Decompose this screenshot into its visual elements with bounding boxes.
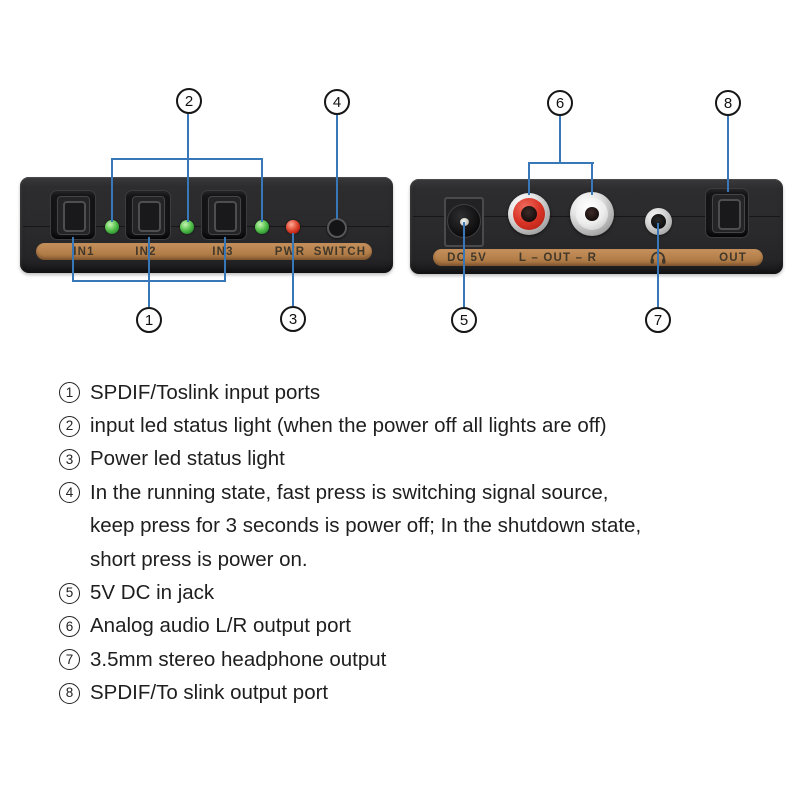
legend-num-5: 5 <box>59 582 80 604</box>
callout-4: 4 <box>324 89 350 115</box>
toslink-input-port-1 <box>50 190 96 240</box>
legend-text-2: input led status light (when the power o… <box>90 414 607 438</box>
rca-hole <box>521 206 537 222</box>
input1-led-green <box>105 220 119 234</box>
legend-item-4: 4 In the running state, fast press is sw… <box>59 476 769 509</box>
toslink-opening <box>57 196 90 235</box>
rca-right-output <box>570 192 614 236</box>
toslink-flap <box>718 199 741 230</box>
callout1-bracket <box>72 280 226 282</box>
callout4-line <box>336 115 338 219</box>
power-led-red <box>286 220 300 234</box>
callout2-line <box>187 114 189 222</box>
legend-text-4-line1: In the running state, fast press is swit… <box>90 480 609 504</box>
headphone-jack-hole <box>651 214 666 229</box>
legend-item-4-cont: short press is power on. <box>59 543 769 576</box>
legend-num-7: 7 <box>59 649 80 671</box>
toslink-opening <box>132 196 165 235</box>
rca-left-output <box>508 193 550 235</box>
callout-8: 8 <box>715 90 741 116</box>
toslink-output-port <box>705 188 749 238</box>
label-in3: IN3 <box>212 245 234 258</box>
legend-list: 1 SPDIF/Toslink input ports 2 input led … <box>59 376 769 710</box>
callout-5: 5 <box>451 307 477 333</box>
toslink-flap <box>63 201 86 232</box>
toslink-flap <box>214 201 237 232</box>
legend-text-4-line2: keep press for 3 seconds is power off; I… <box>90 514 642 538</box>
legend-item-5: 5 5V DC in jack <box>59 576 769 609</box>
toslink-opening <box>208 196 241 235</box>
callout8-line <box>727 116 729 192</box>
toslink-input-port-3 <box>201 190 247 240</box>
label-pwr: PWR <box>274 245 306 258</box>
legend-text-5: 5V DC in jack <box>90 581 215 605</box>
legend-item-2: 2 input led status light (when the power… <box>59 409 769 442</box>
legend-num-4: 4 <box>59 482 80 504</box>
callout5-line <box>463 222 465 307</box>
callout6-bracket <box>528 162 594 164</box>
callout7-line <box>657 223 659 307</box>
callout2-drop-left <box>111 160 113 222</box>
legend-num-8: 8 <box>59 682 80 704</box>
callout1-rise-right <box>224 237 226 282</box>
toslink-opening <box>712 194 745 233</box>
legend-item-3: 3 Power led status light <box>59 443 769 476</box>
label-switch: SWITCH <box>313 245 367 258</box>
legend-text-3: Power led status light <box>90 447 285 471</box>
callout6-drop-left <box>528 164 530 195</box>
callout-7: 7 <box>645 307 671 333</box>
callout1-rise-left <box>72 237 74 282</box>
legend-num-3: 3 <box>59 448 80 470</box>
label-out: OUT <box>719 251 747 264</box>
legend-num-6: 6 <box>59 615 80 637</box>
legend-item-6: 6 Analog audio L/R output port <box>59 610 769 643</box>
toslink-input-port-2 <box>125 190 171 240</box>
label-l-out-r: L – OUT – R <box>518 251 598 264</box>
label-in2: IN2 <box>135 245 157 258</box>
back-label-strip: DC 5V L – OUT – R OUT <box>433 249 763 266</box>
label-in1: IN1 <box>73 245 95 258</box>
toslink-flap <box>138 201 161 232</box>
label-dc-5v: DC 5V <box>447 251 487 264</box>
legend-num-1: 1 <box>59 382 80 404</box>
legend-text-6: Analog audio L/R output port <box>90 614 351 638</box>
front-label-strip: IN1 IN2 IN3 PWR SWITCH <box>36 243 372 260</box>
rca-hole <box>585 207 599 221</box>
callout3-line <box>292 233 294 306</box>
callout1-line <box>148 237 150 307</box>
legend-item-7: 7 3.5mm stereo headphone output <box>59 643 769 676</box>
legend-num-2: 2 <box>59 415 80 437</box>
callout6-line <box>559 116 561 164</box>
legend-item-8: 8 SPDIF/To slink output port <box>59 677 769 710</box>
legend-item-4-cont: keep press for 3 seconds is power off; I… <box>59 510 769 543</box>
callout-6: 6 <box>547 90 573 116</box>
legend-text-1: SPDIF/Toslink input ports <box>90 380 321 404</box>
legend-item-1: 1 SPDIF/Toslink input ports <box>59 376 769 409</box>
legend-text-8: SPDIF/To slink output port <box>90 681 329 705</box>
front-panel-device: IN1 IN2 IN3 PWR SWITCH <box>20 177 393 273</box>
switch-button <box>327 218 347 238</box>
callout-1: 1 <box>136 307 162 333</box>
callout-3: 3 <box>280 306 306 332</box>
input2-led-green <box>180 220 194 234</box>
legend-text-7: 3.5mm stereo headphone output <box>90 647 387 671</box>
callout2-bracket <box>111 158 263 160</box>
input3-led-green <box>255 220 269 234</box>
callout-2: 2 <box>176 88 202 114</box>
callout2-drop-right <box>261 160 263 222</box>
callout6-drop-right <box>591 164 593 195</box>
legend-text-4-line3: short press is power on. <box>90 547 308 571</box>
back-panel-device: DC 5V L – OUT – R OUT <box>410 179 783 274</box>
